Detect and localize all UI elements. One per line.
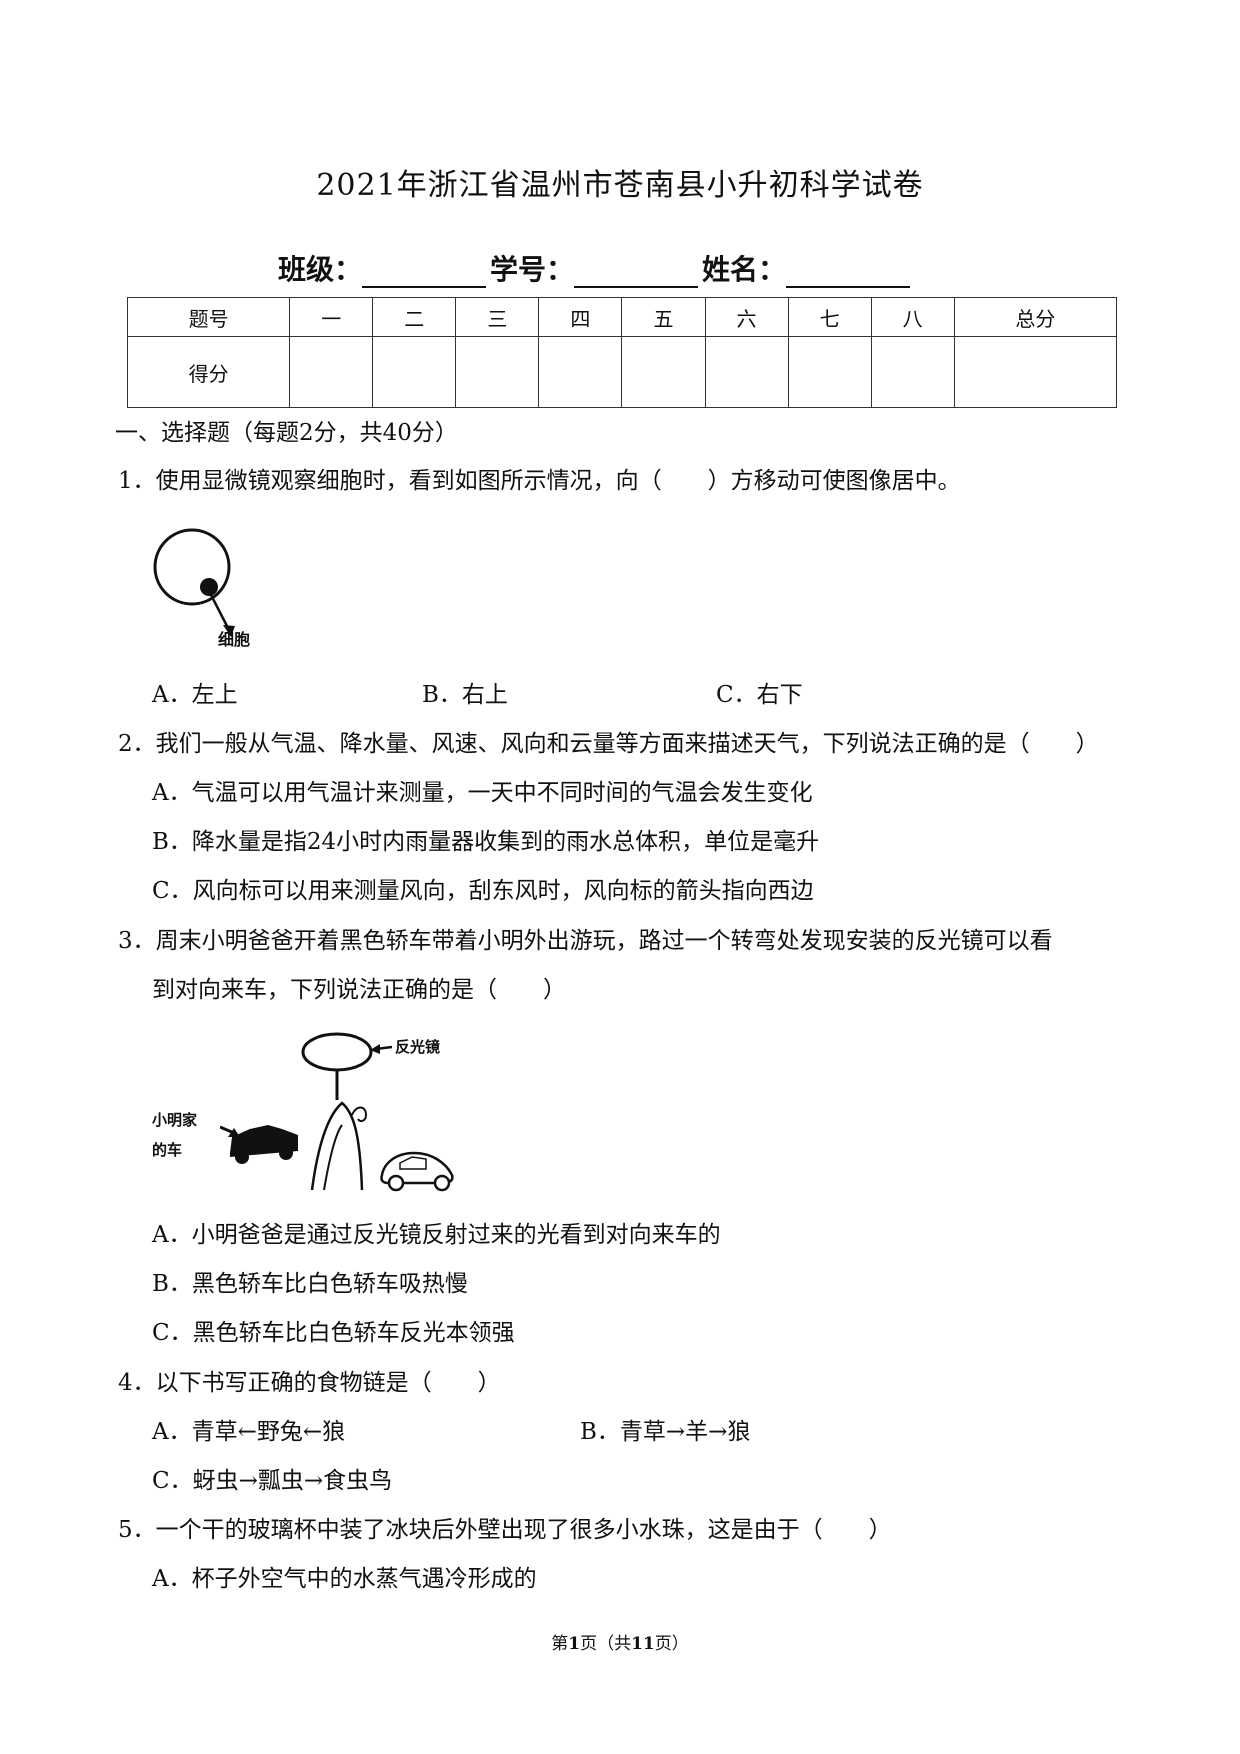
score-cell[interactable] bbox=[953, 336, 1118, 408]
score-header-cell: 八 bbox=[870, 297, 955, 337]
class-blank[interactable] bbox=[362, 256, 487, 288]
q4-option-b[interactable]: B．青草→羊→狼 bbox=[580, 1419, 751, 1445]
car-label-line1: 小明家 bbox=[152, 1111, 198, 1129]
score-header-cell: 七 bbox=[787, 297, 872, 337]
white-car-wheel bbox=[387, 1174, 405, 1192]
q1-option-b[interactable]: B．右上 bbox=[422, 682, 508, 708]
score-header-cell: 二 bbox=[372, 297, 457, 337]
page-title: 2021年浙江省温州市苍南县小升初科学试卷 bbox=[316, 168, 924, 203]
car-label-line2: 的车 bbox=[152, 1141, 183, 1159]
score-row-label: 得分 bbox=[126, 336, 291, 408]
name-label: 姓名： bbox=[702, 253, 787, 286]
score-cell[interactable] bbox=[372, 336, 457, 408]
pointer-line bbox=[207, 590, 231, 631]
id-blank[interactable] bbox=[574, 256, 699, 288]
score-table: 题号 一 二 三 四 五 六 七 八 总分 得分 bbox=[126, 297, 1118, 408]
q1-option-a[interactable]: A．左上 bbox=[152, 682, 238, 708]
score-header-cell: 题号 bbox=[126, 297, 291, 337]
footer-suffix: 页） bbox=[654, 1634, 689, 1654]
score-cell[interactable] bbox=[455, 336, 540, 408]
pointer-arrowhead bbox=[223, 625, 235, 637]
q2-option-b[interactable]: B．降水量是指24小时内雨量器收集到的雨水总体积，单位是毫升 bbox=[152, 829, 820, 855]
white-car-wheel bbox=[433, 1174, 451, 1192]
score-header-cell: 三 bbox=[455, 297, 540, 337]
section-heading: 一、选择题（每题2分，共40分） bbox=[115, 420, 458, 446]
mirror-pointer-arrowhead bbox=[370, 1044, 380, 1054]
footer-total-pages: 11 bbox=[631, 1634, 655, 1654]
q3-option-c[interactable]: C．黑色轿车比白色轿车反光本领强 bbox=[152, 1320, 515, 1346]
q3-option-b[interactable]: B．黑色轿车比白色轿车吸热慢 bbox=[152, 1271, 468, 1297]
score-cell[interactable] bbox=[870, 336, 955, 408]
score-header-cell: 六 bbox=[704, 297, 789, 337]
id-label: 学号： bbox=[490, 253, 575, 286]
question-3-stem-line2: 到对向来车，下列说法正确的是（ ） bbox=[152, 977, 566, 1003]
black-car-wheel bbox=[235, 1150, 249, 1164]
score-table-score-row: 得分 bbox=[126, 336, 1118, 408]
score-header-cell: 四 bbox=[538, 297, 623, 337]
footer-page-number: 1 bbox=[568, 1634, 581, 1654]
car-pointer-arrowhead bbox=[228, 1128, 240, 1137]
score-cell[interactable] bbox=[704, 336, 789, 408]
footer-prefix: 第 bbox=[551, 1634, 569, 1654]
white-car-window bbox=[399, 1156, 427, 1170]
microscope-view-figure bbox=[153, 528, 235, 637]
q4-option-a[interactable]: A．青草←野兔←狼 bbox=[152, 1419, 346, 1445]
mirror-ellipse bbox=[301, 1032, 373, 1072]
class-label: 班级： bbox=[278, 253, 363, 286]
mountain-outline bbox=[310, 1101, 364, 1191]
mountain-ridge bbox=[323, 1124, 343, 1191]
question-3-stem-line1: 3．周末小明爸爸开着黑色轿车带着小明外出游玩，路过一个转弯处发现安装的反光镜可以… bbox=[118, 928, 1053, 954]
q2-option-c[interactable]: C．风向标可以用来测量风向，刮东风时，风向标的箭头指向西边 bbox=[152, 878, 814, 904]
q1-option-c[interactable]: C．右下 bbox=[716, 682, 803, 708]
road-mirror-figure bbox=[220, 1032, 454, 1192]
footer-mid: 页（共 bbox=[580, 1634, 632, 1654]
score-header-cell: 五 bbox=[621, 297, 706, 337]
score-table-header-row: 题号 一 二 三 四 五 六 七 八 总分 bbox=[126, 297, 1118, 337]
q3-option-a[interactable]: A．小明爸爸是通过反光镜反射过来的光看到对向来车的 bbox=[152, 1222, 721, 1248]
score-cell[interactable] bbox=[787, 336, 872, 408]
question-1-stem: 1．使用显微镜观察细胞时，看到如图所示情况，向（ ）方移动可使图像居中。 bbox=[118, 468, 961, 494]
name-blank[interactable] bbox=[786, 256, 911, 288]
score-header-cell: 总分 bbox=[953, 297, 1118, 337]
score-cell[interactable] bbox=[289, 336, 374, 408]
q4-option-c[interactable]: C．蚜虫→瓢虫→食虫鸟 bbox=[152, 1468, 393, 1494]
question-2-stem: 2．我们一般从气温、降水量、风速、风向和云量等方面来描述天气，下列说法正确的是（… bbox=[118, 731, 1099, 757]
question-4-stem: 4．以下书写正确的食物链是（ ） bbox=[118, 1370, 501, 1396]
black-car-wheel bbox=[279, 1146, 293, 1160]
score-cell[interactable] bbox=[538, 336, 623, 408]
page-footer: 第1页（共11页） bbox=[0, 1629, 1240, 1654]
cell-dot bbox=[200, 578, 218, 596]
mountain-cloud bbox=[351, 1106, 368, 1123]
student-info-line: 班级： 学号： 姓名： bbox=[278, 248, 914, 288]
score-cell[interactable] bbox=[621, 336, 706, 408]
field-of-view-circle bbox=[153, 528, 231, 606]
cell-label: 细胞 bbox=[218, 630, 251, 649]
question-5-stem: 5．一个干的玻璃杯中装了冰块后外壁出现了很多小水珠，这是由于（ ） bbox=[118, 1517, 892, 1543]
mirror-label: 反光镜 bbox=[395, 1038, 441, 1056]
q2-option-a[interactable]: A．气温可以用气温计来测量，一天中不同时间的气温会发生变化 bbox=[152, 780, 813, 806]
score-header-cell: 一 bbox=[289, 297, 374, 337]
q5-option-a[interactable]: A．杯子外空气中的水蒸气遇冷形成的 bbox=[152, 1566, 537, 1592]
